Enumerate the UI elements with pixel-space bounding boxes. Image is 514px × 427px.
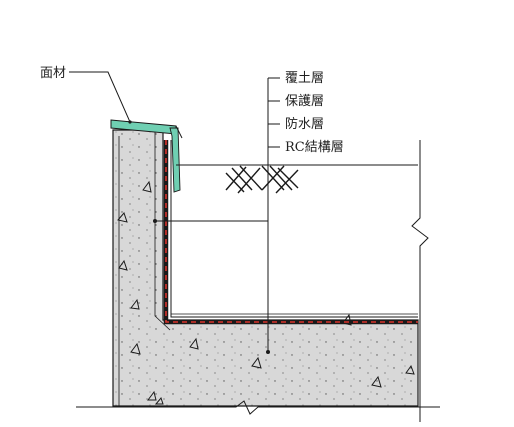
finish-flashing <box>175 125 183 139</box>
aggregate-marks <box>117 180 415 405</box>
protection-layer <box>170 140 418 318</box>
layer-label-waterproof: 防水層 <box>285 116 324 132</box>
finish-leader <box>69 71 131 123</box>
finish-leader-dot <box>128 120 132 124</box>
rc-structure <box>112 129 419 407</box>
ground-break-line <box>76 400 440 415</box>
slab-pointer-dot <box>266 350 270 354</box>
rc-inner-chamfer <box>154 130 171 331</box>
wall-pointer-dot <box>153 219 157 223</box>
right-break-line <box>411 140 429 422</box>
finish-label: 面材 <box>40 66 66 81</box>
soil-hatch <box>225 165 299 194</box>
layer-label-protection: 保護層 <box>285 93 324 109</box>
layer-label-soil: 覆土層 <box>285 71 324 86</box>
waterproof-membrane <box>163 140 418 325</box>
layer-label-rc: RC結構層 <box>285 140 344 155</box>
